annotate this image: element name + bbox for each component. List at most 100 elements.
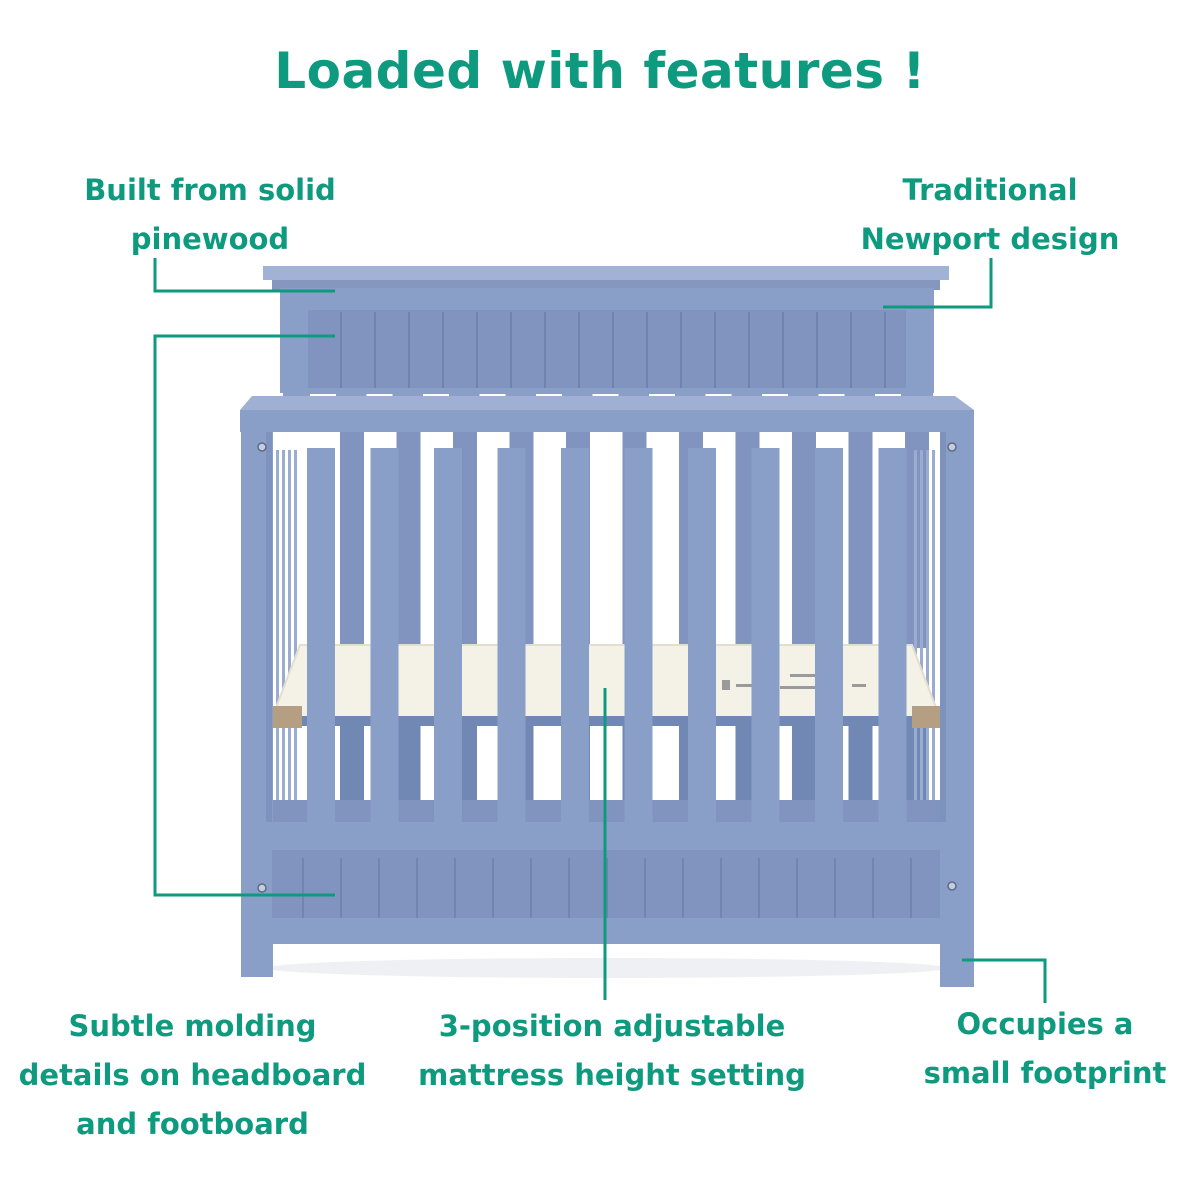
front-slat [878,448,907,824]
headboard-groove [442,312,444,388]
callout-line: 3-position adjustable [438,1009,786,1043]
front-slat [370,448,399,824]
floor-shadow [267,958,947,978]
callout-line: small footprint [923,1056,1167,1090]
footboard-groove [834,858,836,918]
screws [257,442,957,893]
footboard-groove [606,858,608,918]
headboard-groove [748,312,750,388]
footboard-grooves [302,858,912,918]
footboard [241,822,974,944]
headboard-groove [850,312,852,388]
front-slat [815,448,843,824]
headboard-groove [646,312,648,388]
headboard-groove [714,312,716,388]
post-edge-right [940,432,946,852]
callout-line: Occupies a [956,1007,1134,1041]
mattress-label [722,674,866,690]
footboard-groove [682,858,684,918]
front-slat [434,448,462,824]
footboard-groove [910,858,912,918]
footboard-groove [378,858,380,918]
footboard-groove [340,858,342,918]
screw [257,442,267,452]
callout-line: Built from solid [84,173,336,207]
back-slat-lower [396,726,421,804]
footboard-bottom-rail [241,918,974,944]
mattress-bracket-right [912,706,942,728]
post-edge-left [266,432,272,852]
footboard-groove [872,858,874,918]
side-slat-right [932,450,935,820]
footboard-groove [720,858,722,918]
headboard [263,266,949,393]
front-slat [751,448,780,824]
headboard-groove [782,312,784,388]
headboard-groove [340,312,342,388]
back-slat [848,416,873,648]
side-slat-right [926,450,929,820]
callout-line: Traditional [902,173,1078,207]
side-slats [276,450,935,820]
front-rail [240,410,974,432]
callout-line: pinewood [130,222,290,256]
back-slat-lower [340,726,364,804]
front-slat [561,448,589,824]
headboard-panel [308,310,906,388]
footboard-groove [302,858,304,918]
side-slat-left [294,450,297,820]
front-slats [307,448,907,824]
back-slat [792,416,816,648]
callout-small-footprint: Occupies a small footprint [905,1000,1185,1098]
headboard-groove [408,312,410,388]
headboard-groove [680,312,682,388]
front-slat [624,448,653,824]
screw [257,883,267,893]
front-rail-top [240,396,974,410]
headboard-groove [612,312,614,388]
footboard-groove [492,858,494,918]
callout-line: mattress height setting [418,1058,806,1092]
front-slat [307,448,335,824]
callout-newport-design: Traditional Newport design [840,166,1140,264]
callout-line: and footboard [76,1107,309,1141]
leader-solid-pinewood [153,258,335,293]
callout-line: Subtle molding [68,1009,317,1043]
footboard-groove [454,858,456,918]
headboard-groove [476,312,478,388]
callout-solid-pinewood: Built from solid pinewood [60,166,360,264]
front-slat [688,448,716,824]
side-slat-right [920,450,923,820]
side-slat-left [276,450,279,820]
screw [947,881,957,891]
footboard-groove [796,858,798,918]
callout-molding-details: Subtle molding details on headboard and … [15,1002,370,1149]
front-slat [497,448,526,824]
callout-mattress-height: 3-position adjustable mattress height se… [412,1002,812,1100]
mattress-bracket-left [272,706,302,728]
leader-small-footprint [962,958,1047,1003]
screw [947,442,957,452]
headboard-grooves [340,312,886,388]
leader-newport-design [883,258,993,309]
leader-molding-details [153,334,335,897]
page-headline: Loaded with features ! [274,42,926,100]
headboard-cap-underside [272,280,940,290]
headboard-groove [578,312,580,388]
callout-line: details on headboard [18,1058,367,1092]
back-slat [396,416,421,648]
footboard-groove [568,858,570,918]
headboard-groove [510,312,512,388]
footboard-groove [416,858,418,918]
side-slat-left [282,450,285,820]
side-slat-right [914,450,917,820]
headboard-groove [884,312,886,388]
headboard-cap [263,266,949,280]
crib [240,266,974,987]
headboard-groove [544,312,546,388]
leader-lines [153,258,1047,1003]
side-slat-left [288,450,291,820]
footboard-groove [758,858,760,918]
callout-line: Newport design [860,222,1120,256]
